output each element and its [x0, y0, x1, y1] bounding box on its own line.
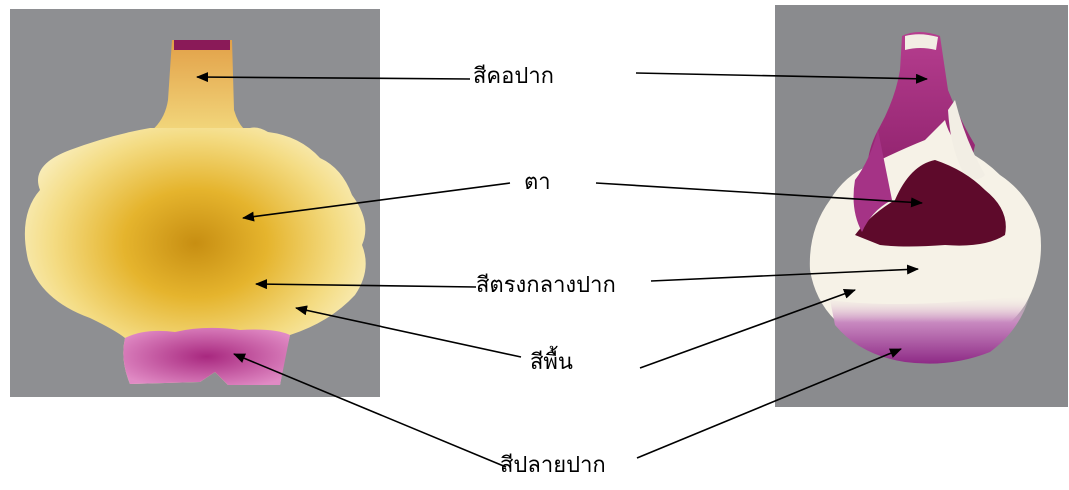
arrow-base-left [295, 305, 522, 358]
arrow-throat-left [196, 72, 471, 83]
pointer-arrows [196, 72, 928, 468]
label-lip-tip-color: สีปลายปาก [500, 453, 606, 478]
yellow-orchid-lip-photo [10, 9, 380, 397]
label-base-color: สีพื้น [530, 350, 573, 375]
arrow-eye-left [242, 182, 511, 222]
arrow-eye-right [595, 182, 923, 208]
arrow-throat-right [635, 72, 928, 84]
white-purple-orchid-lip-photo [775, 5, 1068, 407]
label-throat-color: สีคอปาก [473, 64, 554, 89]
label-eye: ตา [524, 170, 551, 195]
arrow-mid-left [255, 279, 477, 290]
arrow-mid-right [650, 264, 919, 282]
arrow-tip-right [636, 348, 902, 459]
arrow-tip-left [233, 353, 507, 468]
arrow-base-right [639, 289, 856, 369]
label-mid-lip-color: สีตรงกลางปาก [476, 273, 616, 298]
